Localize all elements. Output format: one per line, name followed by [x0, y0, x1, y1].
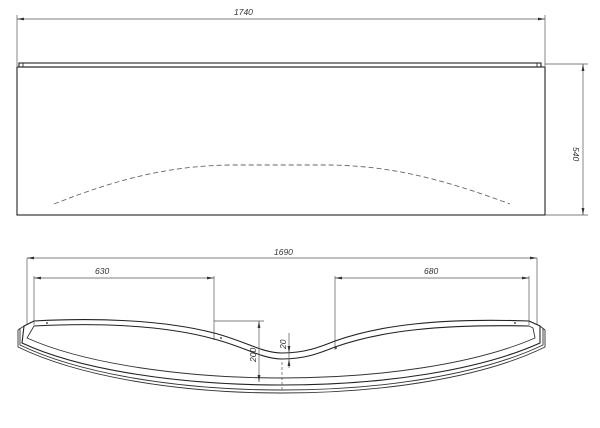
dimension-width-1740: 1740 — [16, 7, 546, 66]
dimension-left-630: 630 — [33, 266, 215, 340]
hidden-line-curve — [53, 164, 511, 205]
dimension-label-depth: 200 — [248, 348, 258, 363]
dimension-right-680: 680 — [334, 266, 530, 350]
panel-rim — [18, 62, 542, 68]
dimension-label-overall: 1690 — [274, 247, 293, 257]
dimension-height-540: 540 — [545, 63, 588, 216]
dimension-label-thickness: 20 — [278, 339, 288, 350]
dimension-label-height: 540 — [571, 147, 581, 161]
dimension-thickness-20: 20 — [278, 333, 291, 392]
dimension-depth-200: 200 — [214, 320, 264, 382]
dimension-label-left: 630 — [95, 266, 109, 276]
dimension-overall-1690: 1690 — [26, 247, 538, 325]
front-view: 1740 540 — [16, 7, 588, 216]
panel-top-edge-inner — [33, 324, 530, 360]
dimension-label-right: 680 — [424, 266, 438, 276]
top-view: 1690 630 680 — [17, 247, 546, 394]
dimension-label-width: 1740 — [234, 7, 253, 17]
panel-top-edge — [33, 319, 530, 354]
panel-body — [16, 66, 546, 216]
